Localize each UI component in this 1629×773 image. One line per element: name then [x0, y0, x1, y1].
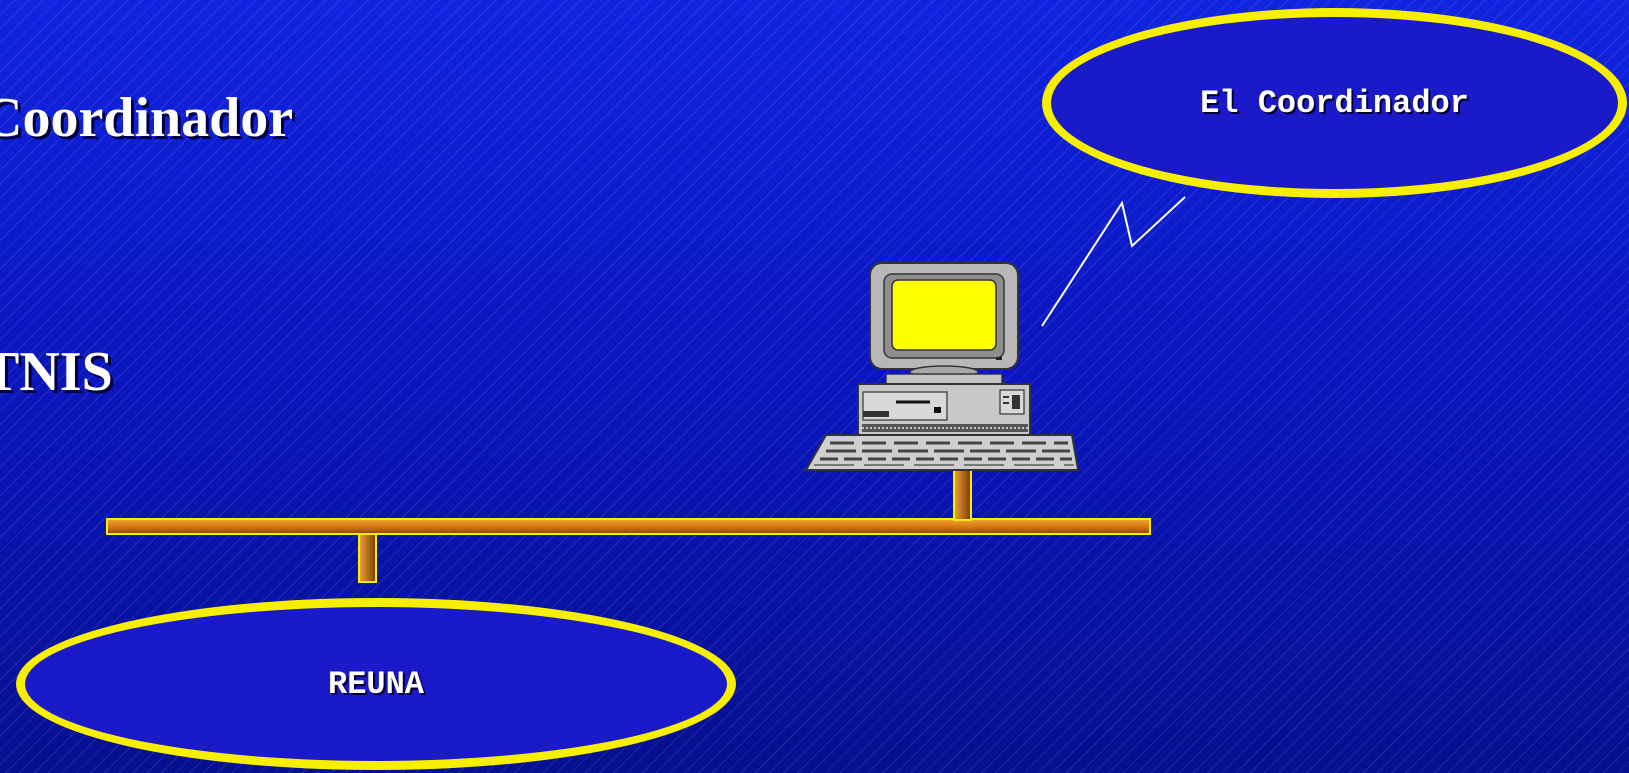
wireless-link-line [1042, 197, 1185, 326]
network-bus [107, 519, 1150, 534]
computer-connector [954, 470, 971, 520]
reuna-connector [359, 534, 376, 582]
desktop-computer-icon [806, 263, 1078, 470]
